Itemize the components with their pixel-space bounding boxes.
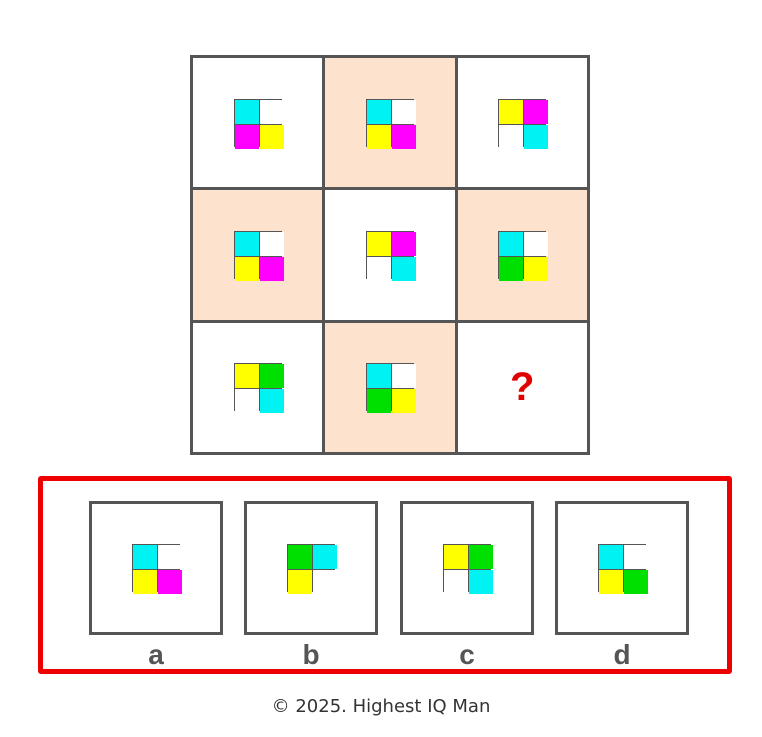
tile-quadrant-bottom-right	[158, 570, 182, 594]
puzzle-cell-r3-c3: ?	[454, 319, 590, 455]
puzzle-cell-r3-c2	[322, 319, 458, 455]
color-tile	[498, 98, 549, 149]
tile-quadrant-top-left	[234, 364, 259, 389]
option-tile	[443, 544, 493, 594]
puzzle-cell-r2-c2	[322, 187, 458, 323]
color-tile	[498, 230, 549, 281]
tile-quadrant-bottom-right	[391, 389, 416, 414]
tile-quadrant-top-right	[624, 545, 648, 569]
tile-quadrant-top-left	[366, 99, 391, 124]
tile-quadrant-top-left	[599, 545, 623, 569]
tile-quadrant-top-right	[391, 231, 416, 256]
option-label-a: a	[148, 639, 164, 670]
tile-quadrant-bottom-right	[313, 570, 337, 594]
tile-quadrant-top-left	[499, 99, 524, 124]
tile-quadrant-bottom-right	[524, 124, 549, 149]
tile-quadrant-bottom-right	[391, 124, 416, 149]
tile-quadrant-bottom-left	[234, 124, 259, 149]
color-tile	[233, 230, 284, 281]
tile-quadrant-bottom-left	[288, 570, 312, 594]
tile-quadrant-top-left	[499, 231, 524, 256]
tile-quadrant-bottom-right	[259, 256, 284, 281]
puzzle-cell-r2-c1	[190, 187, 326, 323]
tile-quadrant-top-right	[391, 99, 416, 124]
option-tile	[598, 544, 648, 594]
tile-quadrant-bottom-left	[444, 570, 468, 594]
tile-quadrant-bottom-left	[499, 124, 524, 149]
option-a[interactable]	[89, 501, 223, 635]
tile-quadrant-bottom-right	[469, 570, 493, 594]
question-mark: ?	[510, 364, 535, 409]
tile-quadrant-bottom-left	[366, 256, 391, 281]
tile-quadrant-top-left	[234, 99, 259, 124]
tile-quadrant-top-right	[469, 545, 493, 569]
option-tile	[132, 544, 182, 594]
tile-quadrant-top-left	[366, 231, 391, 256]
tile-quadrant-bottom-right	[624, 570, 648, 594]
tile-quadrant-top-right	[524, 99, 549, 124]
tile-quadrant-top-right	[259, 99, 284, 124]
tile-quadrant-top-left	[234, 231, 259, 256]
tile-quadrant-top-right	[524, 231, 549, 256]
option-d[interactable]	[555, 501, 689, 635]
tile-quadrant-top-right	[259, 231, 284, 256]
copyright-footer: © 2025. Highest IQ Man	[271, 696, 491, 717]
puzzle-cell-r1-c1	[190, 55, 326, 191]
tile-quadrant-bottom-right	[391, 256, 416, 281]
puzzle-grid: ?	[190, 55, 590, 455]
tile-quadrant-bottom-left	[366, 124, 391, 149]
color-tile	[233, 363, 284, 414]
color-tile	[365, 98, 416, 149]
color-tile	[365, 230, 416, 281]
tile-quadrant-bottom-left	[499, 256, 524, 281]
tile-quadrant-top-left	[133, 545, 157, 569]
tile-quadrant-top-left	[366, 364, 391, 389]
tile-quadrant-top-right	[313, 545, 337, 569]
option-label-c: c	[459, 639, 475, 670]
option-tile	[287, 544, 337, 594]
puzzle-cell-r1-c2	[322, 55, 458, 191]
tile-quadrant-bottom-left	[234, 256, 259, 281]
tile-quadrant-bottom-left	[599, 570, 623, 594]
puzzle-cell-r3-c1	[190, 319, 326, 455]
tile-quadrant-top-left	[288, 545, 312, 569]
tile-quadrant-bottom-right	[524, 256, 549, 281]
tile-quadrant-bottom-left	[366, 389, 391, 414]
color-tile	[365, 363, 416, 414]
tile-quadrant-bottom-right	[259, 389, 284, 414]
option-label-d: d	[613, 639, 631, 670]
answer-options-panel: a b c d	[38, 476, 732, 674]
tile-quadrant-top-left	[444, 545, 468, 569]
tile-quadrant-top-right	[259, 364, 284, 389]
tile-quadrant-top-right	[391, 364, 416, 389]
option-c[interactable]	[400, 501, 534, 635]
tile-quadrant-bottom-left	[234, 389, 259, 414]
puzzle-cell-r1-c3	[454, 55, 590, 191]
tile-quadrant-bottom-left	[133, 570, 157, 594]
option-label-b: b	[302, 639, 320, 670]
tile-quadrant-top-right	[158, 545, 182, 569]
option-b[interactable]	[244, 501, 378, 635]
color-tile	[233, 98, 284, 149]
puzzle-cell-r2-c3	[454, 187, 590, 323]
tile-quadrant-bottom-right	[259, 124, 284, 149]
